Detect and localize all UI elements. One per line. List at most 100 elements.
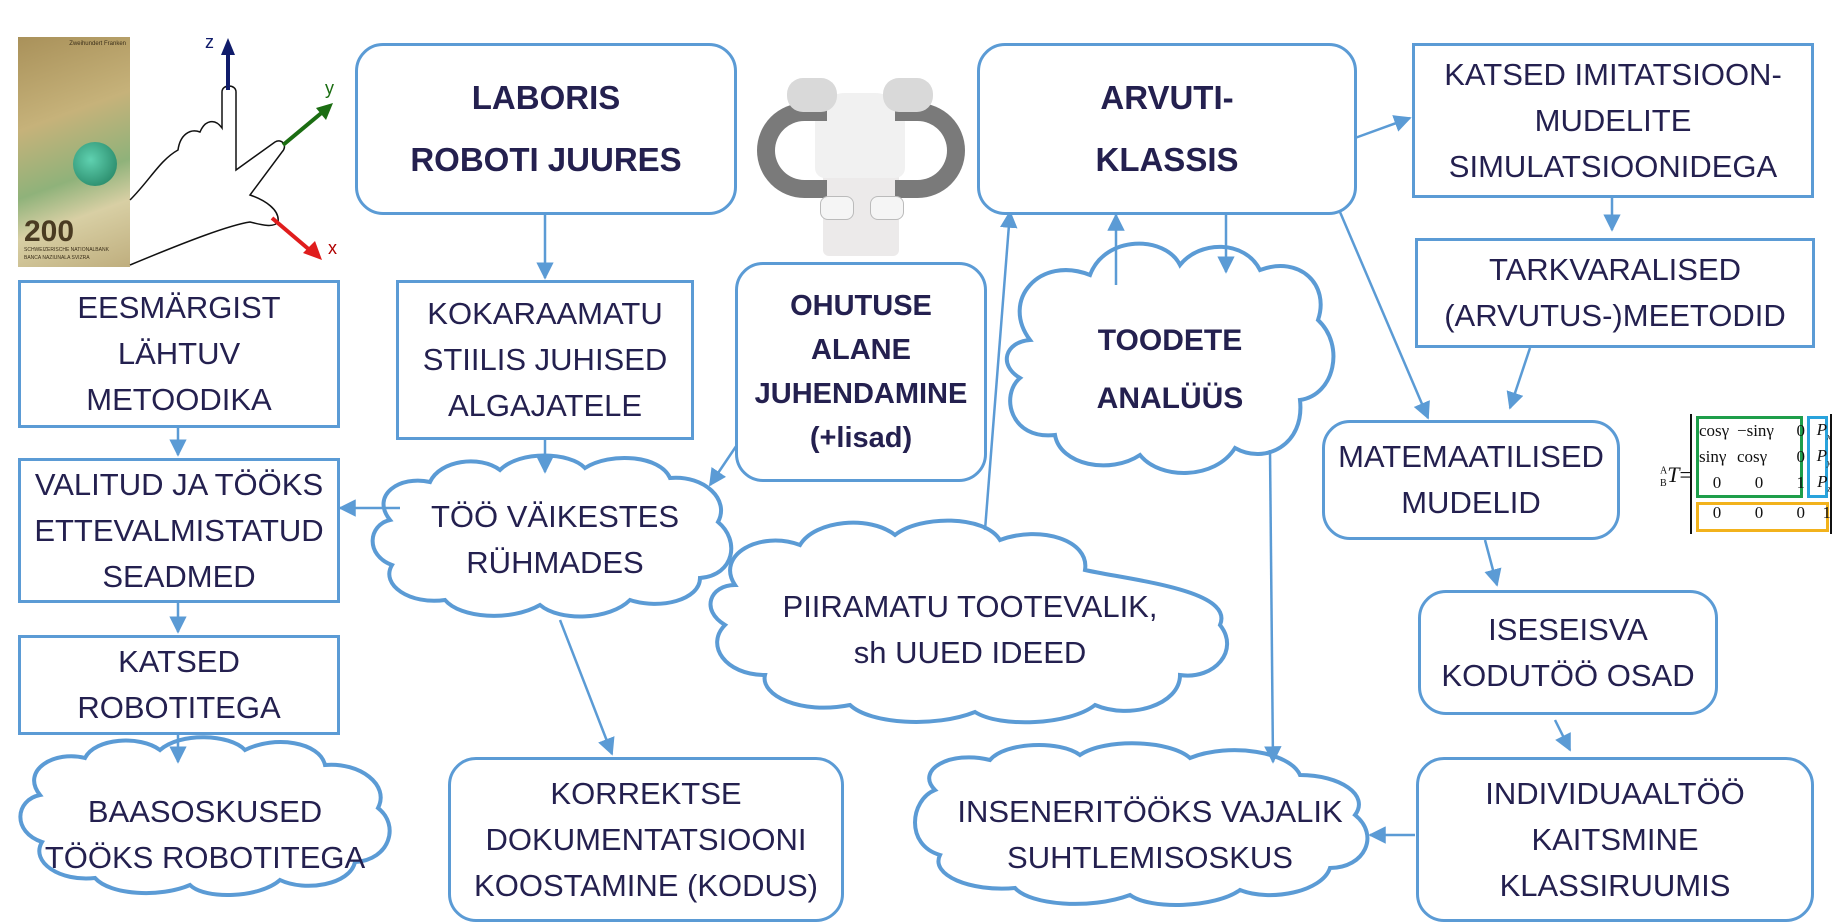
matrix-lhs-symbol: T — [1667, 462, 1680, 487]
y-axis-arrow — [281, 108, 327, 147]
robot-left-arm — [757, 103, 827, 198]
node-katsed-rob-line1: KATSED — [118, 644, 240, 679]
node-laboris-line1: LABORIS — [471, 79, 621, 116]
hand-outline-icon — [129, 85, 286, 266]
matrix-cell: 0 — [1754, 503, 1764, 522]
cloud-toodete: TOODETE ANALÜÜS — [1040, 305, 1300, 435]
z-arrowhead-icon — [221, 38, 235, 55]
edge-arvuti-matemaatilised — [1338, 211, 1430, 420]
node-valitud-line2: ETTEVALMISTATUD — [34, 512, 324, 548]
node-ohutuse: OHUTUSE ALANE JUHENDAMINE (+lisad) — [735, 262, 987, 482]
matrix-p: P — [1817, 472, 1828, 492]
node-katsed-imitatsioon: KATSED IMITATSIOON- MUDELITE SIMULATSIOO… — [1412, 43, 1814, 198]
node-eesmargist: EESMÄRGIST LÄHTUV METOODIKA — [18, 280, 340, 428]
cloud-too-vaikestes: TÖÖ VÄIKESTES RÜHMADES — [400, 490, 710, 590]
cloud-inseneri-shape — [913, 741, 1370, 908]
node-katsed-robotitega: KATSED ROBOTITEGA — [18, 635, 340, 735]
node-korrektse-line3: KOOSTAMINE (KODUS) — [474, 867, 818, 903]
matrix-cell-p: Pz — [1806, 470, 1832, 496]
node-tarkvaralised: TARKVARALISED (ARVUTUS-)MEETODID — [1415, 238, 1815, 348]
matrix-p-sub: x — [1827, 431, 1831, 442]
node-arvuti-line2: KLASSIS — [1095, 141, 1239, 178]
cloud-baasoskused-line2: TÖÖKS ROBOTITEGA — [44, 840, 366, 875]
cloud-inseneri-line2: SUHTLEMISOSKUS — [1007, 840, 1293, 875]
matrix-lhs: AT=B — [1660, 462, 1692, 489]
node-valitud-line3: SEADMED — [102, 558, 256, 594]
cloud-piiramatu: PIIRAMATU TOOTEVALIK, sh UUED IDEED — [740, 575, 1200, 685]
node-ohutuse-line1: OHUTUSE — [790, 290, 932, 322]
node-katsed-imit-line3: SIMULATSIOONIDEGA — [1448, 148, 1778, 184]
matrix-table: cosγ −sinγ 0 Px sinγ cosγ 0 Py 0 0 1 Pz … — [1698, 418, 1832, 530]
edge-piiramatu-arvuti — [983, 210, 1018, 531]
node-tarkvara-line1: TARKVARALISED — [1488, 252, 1742, 287]
matrix-cell: cosγ — [1699, 421, 1730, 440]
robot-right-shoulder — [883, 78, 933, 112]
matrix-cell: 0 — [1754, 473, 1764, 492]
node-korrektse-line1: KORREKTSE — [550, 775, 742, 811]
node-individuaal-line3: KLASSIRUUMIS — [1499, 867, 1731, 903]
node-iseseisva: ISESEISVA KODUTÖÖ OSAD — [1418, 590, 1718, 715]
cloud-toodete-shape — [1004, 241, 1336, 475]
cloud-too-line1: TÖÖ VÄIKESTES — [430, 499, 680, 534]
edge-iseseisva-individuaal — [1553, 719, 1572, 752]
y-axis-label: y — [325, 78, 334, 98]
banknote-bottom-text-2: BANCA NAZIUNALA SVIZRA — [24, 255, 90, 261]
node-korrektse-line2: DOKUMENTATSIOONI — [485, 821, 807, 857]
robot-left-gripper — [820, 196, 854, 220]
node-ohutuse-line3: JUHENDAMINE — [754, 378, 968, 410]
matrix-cell-p: Px — [1806, 418, 1832, 444]
node-matemaatilised-line2: MUDELID — [1401, 485, 1541, 520]
robot-right-arm — [895, 103, 965, 198]
matrix-cell: 1 — [1796, 473, 1806, 492]
banknote-value: 200 — [24, 215, 75, 248]
cloud-piiramatu-line2: sh UUED IDEED — [853, 635, 1087, 670]
node-korrektse: KORREKTSE DOKUMENTATSIOONI KOOSTAMINE (K… — [448, 757, 844, 922]
matrix-cell: 0 — [1796, 421, 1806, 440]
node-eesmargist-line2: LÄHTUV — [117, 336, 241, 371]
x-axis-arrow — [270, 216, 314, 254]
cloud-toodete-line2: ANALÜÜS — [1096, 382, 1244, 415]
matrix-cell: −sinγ — [1737, 421, 1774, 440]
cloud-toodete-line1: TOODETE — [1097, 324, 1243, 357]
node-ohutuse-line2: ALANE — [811, 334, 911, 366]
matrix-p-sub: z — [1827, 483, 1831, 494]
matrix-p: P — [1816, 420, 1827, 440]
node-eesmargist-line1: EESMÄRGIST — [77, 290, 281, 325]
edge-arvuti-katsed-imit — [1354, 115, 1412, 140]
matrix-p: P — [1816, 446, 1827, 466]
node-eesmargist-line3: METOODIKA — [86, 382, 272, 417]
node-ohutuse-line4: (+lisad) — [809, 422, 913, 454]
hand-axes-illustration: z y x — [129, 32, 337, 266]
x-arrowhead-icon — [303, 241, 322, 260]
matrix-bracket — [1690, 414, 1832, 534]
matrix-bottom-highlight — [1696, 502, 1829, 532]
node-kokaraamatu-line3: ALGAJATELE — [447, 388, 643, 423]
cloud-inseneri: INSENERITÖÖKS VAJALIK SUHTLEMISOSKUS — [945, 785, 1355, 885]
node-individuaal-line2: KAITSMINE — [1531, 821, 1699, 857]
matrix-cell: sinγ — [1699, 447, 1727, 466]
matrix-cell: 1 — [1822, 503, 1832, 522]
cloud-piiramatu-shape — [708, 518, 1230, 725]
matrix-cell: 0 — [1712, 503, 1722, 522]
x-axis-label: x — [328, 238, 337, 258]
matrix-cell: 0 — [1796, 503, 1806, 522]
edge-matemaatilised-iseseisva — [1483, 539, 1502, 587]
node-kokaraamatu-line2: STIILIS JUHISED — [422, 342, 668, 377]
node-matemaatilised-line1: MATEMAATILISED — [1338, 439, 1604, 474]
matrix-cell-p: Py — [1806, 444, 1832, 470]
node-iseseisva-line1: ISESEISVA — [1488, 611, 1648, 647]
node-laboris-line2: ROBOTI JUURES — [410, 141, 682, 178]
globe-icon — [73, 142, 117, 186]
banknote-top-text: Zweihundert Franken — [69, 41, 126, 47]
matrix-cell: 0 — [1796, 447, 1806, 466]
banknote-bottom-text-1: SCHWEIZERISCHE NATIONALBANK — [24, 247, 109, 253]
edge-too-korrektse — [558, 619, 615, 756]
node-matemaatilised: MATEMAATILISED MUDELID — [1322, 420, 1620, 540]
robot-right-gripper — [870, 196, 904, 220]
node-individuaal-line1: INDIVIDUAALTÖÖ — [1485, 775, 1745, 811]
node-katsed-imit-line2: MUDELITE — [1534, 102, 1692, 138]
edge-toodete-inseneri — [1264, 449, 1282, 764]
cloud-piiramatu-line1: PIIRAMATU TOOTEVALIK, — [782, 589, 1158, 624]
robot-left-shoulder — [787, 78, 837, 112]
